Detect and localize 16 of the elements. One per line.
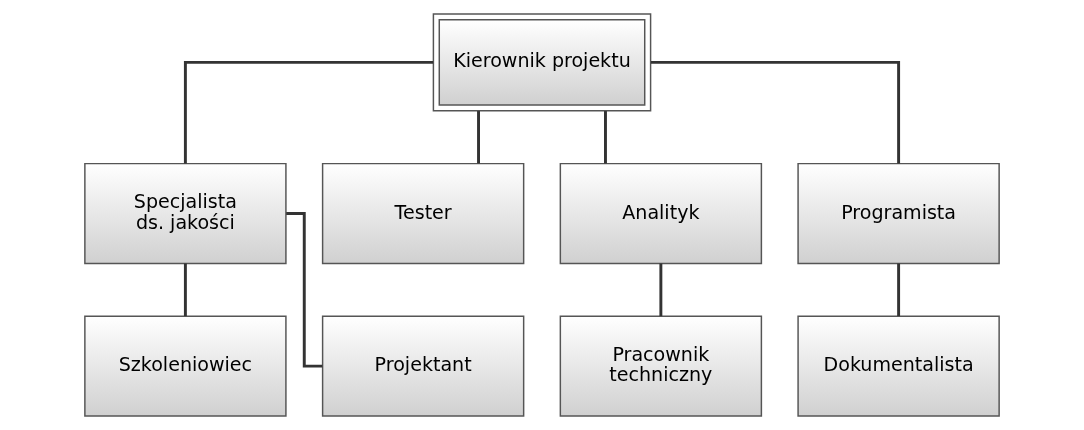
connector bbox=[897, 263, 901, 317]
connector bbox=[650, 60, 901, 164]
connector bbox=[477, 111, 480, 164]
node-box: Programista bbox=[797, 162, 1000, 265]
node-box: Pracownik techniczny bbox=[559, 315, 763, 417]
node-box: Dokumentalista bbox=[797, 315, 1000, 417]
connector bbox=[604, 111, 607, 164]
connector bbox=[183, 60, 434, 164]
node-box: Analityk bbox=[559, 162, 763, 265]
node-box: Specjalista ds. jakości bbox=[84, 162, 287, 265]
node-box: Tester bbox=[321, 162, 525, 265]
connector bbox=[183, 263, 187, 317]
node-box: Projektant bbox=[321, 315, 525, 417]
node-box: Szkoleniowiec bbox=[84, 315, 287, 417]
node-box: Kierownik projektu bbox=[432, 13, 652, 112]
connector bbox=[659, 263, 663, 317]
